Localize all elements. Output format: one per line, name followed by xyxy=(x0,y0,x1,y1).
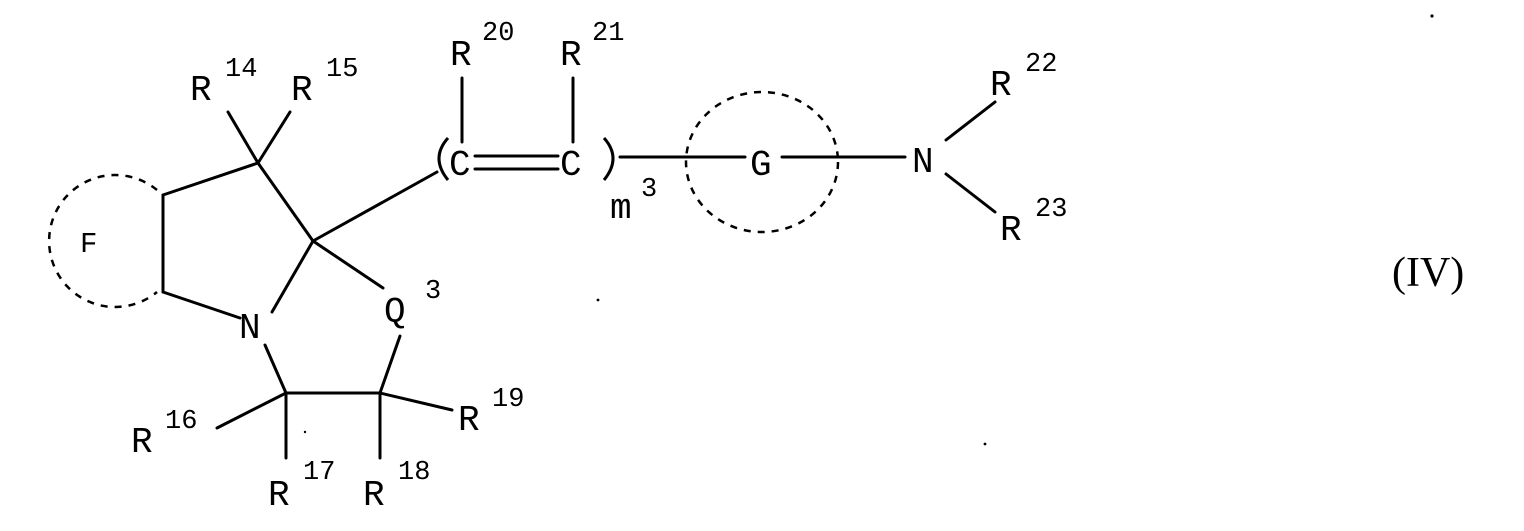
substituent-r23: R 23 xyxy=(1000,195,1067,251)
bond-to-r23 xyxy=(946,174,995,212)
bonds xyxy=(163,78,995,458)
bond-ring-quaternary-to-spiro xyxy=(258,163,313,241)
bond-to-r22 xyxy=(946,102,995,140)
carbon-right-label: C xyxy=(560,145,582,186)
q-label: Q xyxy=(384,292,406,333)
substituent-r16: R 16 xyxy=(131,407,197,463)
svg-text:20: 20 xyxy=(482,19,514,49)
bond-spiro-to-q xyxy=(313,241,383,288)
substituent-labels: R 14 R 15 R 16 R 17 R 18 R 19 R 20 R 21 xyxy=(131,19,1067,516)
svg-text:16: 16 xyxy=(165,407,197,437)
carbon-left-label: C xyxy=(449,145,471,186)
svg-text:R: R xyxy=(560,35,582,76)
bond-to-r16 xyxy=(217,393,286,428)
svg-text:R: R xyxy=(131,422,153,463)
substituent-r22: R 22 xyxy=(990,50,1057,106)
ring-f-dashed-outline xyxy=(49,175,157,307)
bond-to-r15 xyxy=(258,112,290,163)
substituent-r17: R 17 xyxy=(268,458,335,516)
svg-text:R: R xyxy=(190,70,212,111)
svg-text:23: 23 xyxy=(1035,195,1067,225)
svg-text:R: R xyxy=(990,65,1012,106)
substituent-r20: R 20 xyxy=(450,19,514,76)
bond-to-r19 xyxy=(380,393,452,410)
substituent-r19: R 19 xyxy=(458,385,524,441)
bond-spiro-to-n xyxy=(272,241,313,312)
bond-n-to-c17 xyxy=(265,345,286,393)
left-parenthesis xyxy=(439,138,448,180)
bond-ring-top xyxy=(163,163,258,195)
ring-g-label: G xyxy=(750,145,772,186)
scan-specks xyxy=(304,14,1434,445)
svg-text:R: R xyxy=(363,475,385,516)
substituent-r18: R 18 xyxy=(363,458,430,516)
svg-text:17: 17 xyxy=(303,458,335,488)
ring-nitrogen-label: N xyxy=(239,308,261,349)
repeat-index: 3 xyxy=(641,175,657,205)
right-parenthesis xyxy=(604,138,613,180)
substituent-r14: R 14 xyxy=(190,55,257,111)
svg-text:18: 18 xyxy=(398,458,430,488)
svg-text:19: 19 xyxy=(492,385,524,415)
svg-text:21: 21 xyxy=(592,19,624,49)
svg-text:R: R xyxy=(458,400,480,441)
svg-text:R: R xyxy=(1000,210,1022,251)
equation-number: (IV) xyxy=(1392,250,1464,296)
ring-f-label: F xyxy=(80,228,97,261)
svg-text:R: R xyxy=(268,475,290,516)
svg-text:15: 15 xyxy=(326,55,358,85)
bond-ring-bottom-to-n xyxy=(163,292,240,318)
repeat-letter: m xyxy=(610,188,632,229)
bond-to-r14 xyxy=(228,112,258,163)
amine-nitrogen-label: N xyxy=(912,142,934,183)
svg-text:22: 22 xyxy=(1025,50,1057,80)
svg-text:R: R xyxy=(291,70,313,111)
q-index: 3 xyxy=(425,277,441,307)
dashed-rings xyxy=(49,92,838,307)
substituent-r21: R 21 xyxy=(560,19,624,76)
atom-labels: F G N N C C Q 3 m 3 xyxy=(80,142,934,349)
bond-q-to-c19 xyxy=(380,336,400,393)
svg-text:R: R xyxy=(450,35,472,76)
substituent-r15: R 15 xyxy=(291,55,358,111)
svg-text:14: 14 xyxy=(225,55,257,85)
bond-spiro-to-chain xyxy=(313,172,437,241)
